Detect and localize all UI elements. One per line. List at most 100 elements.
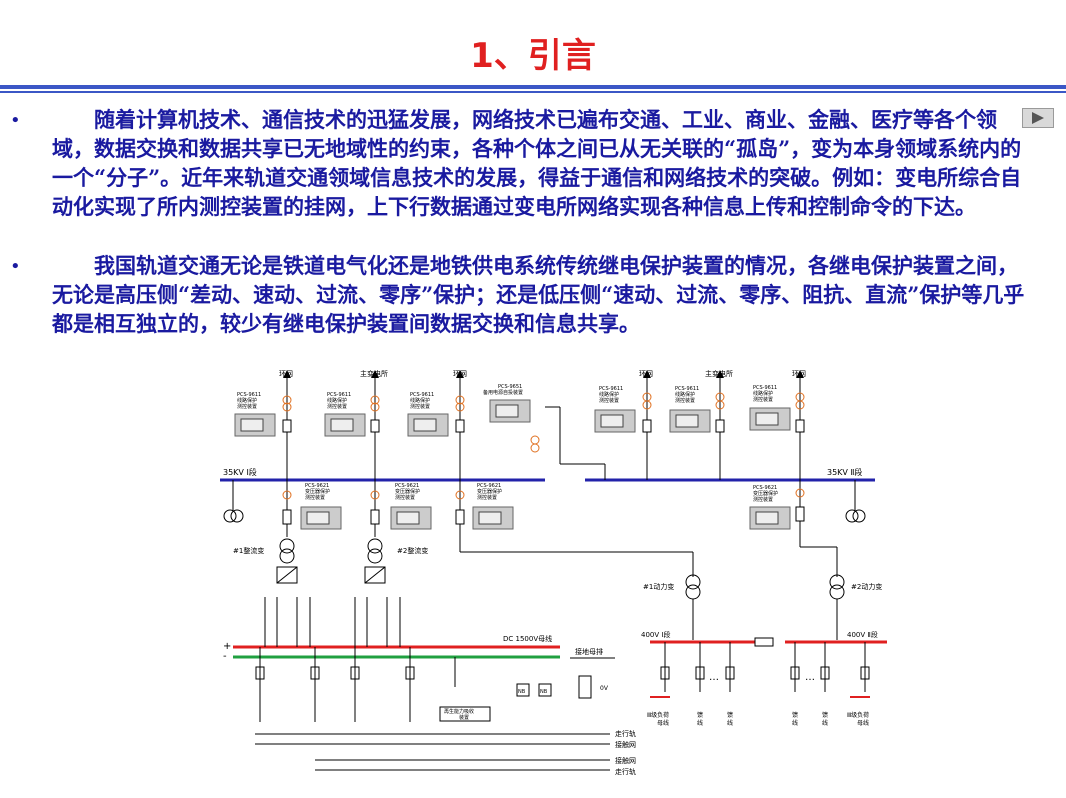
- svg-text:线路保护: 线路保护: [599, 391, 619, 398]
- title-rule-thick: [0, 85, 1066, 89]
- svg-text:线: 线: [697, 719, 703, 727]
- next-slide-button[interactable]: [1022, 108, 1054, 128]
- bullet-marker: •: [10, 256, 21, 277]
- svg-text:PCS-9611: PCS-9611: [753, 385, 777, 391]
- svg-text:-: -: [223, 651, 227, 662]
- slide-title: 1、引言: [470, 36, 596, 76]
- svg-text:#1动力变: #1动力变: [643, 582, 674, 591]
- dc-feeders: [255, 647, 456, 722]
- svg-text:走行轨: 走行轨: [615, 729, 636, 738]
- paragraph-2: 我国轨道交通无论是铁道电气化还是地铁供电系统传统继电保护装置的情况，各继电保护装…: [52, 253, 1025, 336]
- bullet-marker: •: [10, 110, 21, 131]
- feeder-label: 环网: [279, 370, 293, 378]
- svg-text:备用电源自投装置: 备用电源自投装置: [483, 389, 523, 396]
- svg-text:测控装置: 测控装置: [599, 397, 619, 404]
- svg-text:NB: NB: [540, 689, 548, 695]
- svg-text:变压器保护: 变压器保护: [477, 488, 502, 495]
- svg-text:Ⅲ级负荷: Ⅲ级负荷: [647, 711, 669, 719]
- svg-text:测控装置: 测控装置: [675, 397, 695, 404]
- power-tf-2: #2动力变 400V Ⅱ段: [829, 574, 882, 640]
- svg-text:PCS-9621: PCS-9621: [477, 483, 501, 489]
- svg-text:线路保护: 线路保护: [237, 397, 257, 404]
- svg-text:测控装置: 测控装置: [753, 496, 773, 503]
- svg-text:测控装置: 测控装置: [753, 396, 773, 403]
- svg-text:Ⅲ级负荷: Ⅲ级负荷: [847, 711, 869, 719]
- svg-text:母线: 母线: [857, 719, 869, 727]
- feeder-6: 环网 PCS-9611 线路保护 测控装置: [749, 370, 806, 480]
- svg-text:PCS-9621: PCS-9621: [395, 483, 419, 489]
- svg-text:馈: 馈: [697, 711, 703, 719]
- svg-text:馈: 馈: [792, 711, 798, 719]
- svg-text:接触网: 接触网: [615, 740, 636, 749]
- svg-text:#2整流变: #2整流变: [397, 546, 428, 555]
- svg-text:测控装置: 测控装置: [477, 494, 497, 501]
- svg-text:走行轨: 走行轨: [615, 767, 636, 776]
- svg-text:PCS-9651: PCS-9651: [498, 384, 522, 390]
- svg-text:线: 线: [792, 719, 798, 727]
- svg-text:馈: 馈: [822, 711, 828, 719]
- svg-text:变压器保护: 变压器保护: [753, 490, 778, 497]
- svg-text:线路保护: 线路保护: [327, 397, 347, 404]
- svg-text:测控装置: 测控装置: [237, 403, 257, 410]
- svg-text:#1整流变: #1整流变: [233, 546, 264, 555]
- svg-text:接触网: 接触网: [615, 756, 636, 765]
- svg-text:DC 1500V母线: DC 1500V母线: [503, 634, 552, 643]
- svg-text:线路保护: 线路保护: [675, 391, 695, 398]
- svg-text:测控装置: 测控装置: [327, 403, 347, 410]
- svg-text:PCS-9611: PCS-9611: [327, 392, 351, 398]
- svg-text:400V Ⅱ段: 400V Ⅱ段: [847, 630, 878, 639]
- svg-text:NB: NB: [518, 689, 526, 695]
- svg-text:测控装置: 测控装置: [410, 403, 430, 410]
- svg-text:#2动力变: #2动力变: [851, 582, 882, 591]
- svg-text:线路保护: 线路保护: [410, 397, 430, 404]
- svg-text:环网: 环网: [792, 370, 806, 378]
- svg-text:再生能力吸收: 再生能力吸收: [444, 708, 474, 715]
- substation-network-diagram: 35KV Ⅰ段 35KV Ⅱ段 环网 PCS-9611 线路保护 测控装置 主变…: [220, 369, 887, 776]
- feeder-2: 主变电所 PCS-9611 线路保护 测控装置: [324, 369, 388, 480]
- svg-text:接地母排: 接地母排: [575, 647, 603, 656]
- svg-text:测控装置: 测控装置: [395, 494, 415, 501]
- bus-tie: PCS-9651 备用电源自投装置: [483, 384, 606, 480]
- feeder-3: 环网 PCS-9611 线路保护 测控装置: [407, 370, 467, 480]
- tf-feeder-2: PCS-9621 变压器保护 测控装置 #2整流变: [364, 480, 432, 584]
- svg-text:测控装置: 测控装置: [305, 494, 325, 501]
- svg-text:变压器保护: 变压器保护: [395, 488, 420, 495]
- feeder-4: 环网 PCS-9611 线路保护 测控装置: [594, 370, 653, 480]
- svg-text:变压器保护: 变压器保护: [305, 488, 330, 495]
- svg-text:PCS-9611: PCS-9611: [599, 386, 623, 392]
- feeder-1: 环网 PCS-9611 线路保护 测控装置: [234, 370, 293, 480]
- svg-text:PCS-9611: PCS-9611: [410, 392, 434, 398]
- rectifier-outputs: [264, 597, 401, 647]
- svg-text:线: 线: [822, 719, 828, 727]
- svg-text:馈: 馈: [727, 711, 733, 719]
- svg-text:400V Ⅰ段: 400V Ⅰ段: [641, 630, 670, 639]
- title-rule-thin: [0, 91, 1066, 93]
- tf-feeder-3: PCS-9621 变压器保护 测控装置: [455, 480, 694, 577]
- svg-text:环网: 环网: [453, 370, 467, 378]
- rails: [255, 733, 610, 771]
- svg-text:装置: 装置: [459, 714, 469, 721]
- tf-feeder-4: PCS-9621 变压器保护 测控装置: [749, 480, 838, 577]
- svg-text:母线: 母线: [657, 719, 669, 727]
- bus-35kv-2-label: 35KV Ⅱ段: [827, 467, 862, 477]
- svg-text:+: +: [223, 641, 231, 652]
- left-pt: [223, 480, 244, 523]
- bus-35kv-1-label: 35KV Ⅰ段: [223, 467, 257, 477]
- svg-text:…: …: [709, 672, 719, 683]
- svg-text:主变电所: 主变电所: [360, 369, 388, 378]
- svg-text:主变电所: 主变电所: [705, 369, 733, 378]
- tf-feeder-1: PCS-9621 变压器保护 测控装置 #1整流变: [233, 480, 342, 584]
- svg-text:线路保护: 线路保护: [753, 390, 773, 397]
- svg-text:…: …: [805, 672, 815, 683]
- right-pt: [845, 480, 866, 523]
- svg-text:PCS-9611: PCS-9611: [675, 386, 699, 392]
- svg-text:PCS-9611: PCS-9611: [237, 392, 261, 398]
- lv-feeders: [660, 642, 870, 692]
- svg-text:线: 线: [727, 719, 733, 727]
- paragraph-1: 随着计算机技术、通信技术的迅猛发展，网络技术已遍布交通、工业、商业、金融、医疗等…: [52, 107, 1022, 219]
- feeder-5: 主变电所 PCS-9611 线路保护 测控装置: [669, 369, 733, 480]
- power-tf-1: #1动力变 400V Ⅰ段: [641, 574, 701, 640]
- svg-text:PCS-9621: PCS-9621: [753, 485, 777, 491]
- svg-text:环网: 环网: [639, 370, 653, 378]
- play-triangle-icon: [1032, 112, 1044, 124]
